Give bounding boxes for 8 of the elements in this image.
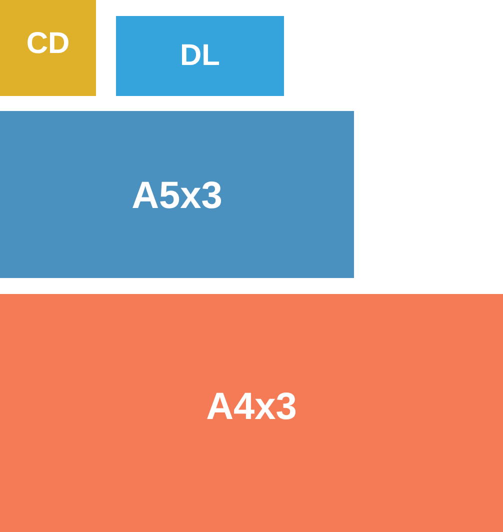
- block-label: DL: [180, 39, 220, 73]
- block-label: CD: [26, 27, 70, 61]
- block-label: A4x3: [206, 386, 297, 428]
- block-label: A5x3: [132, 175, 222, 218]
- size-block: [0, 111, 354, 278]
- size-block: [0, 0, 96, 96]
- size-block: [116, 16, 284, 96]
- size-block: [0, 294, 503, 532]
